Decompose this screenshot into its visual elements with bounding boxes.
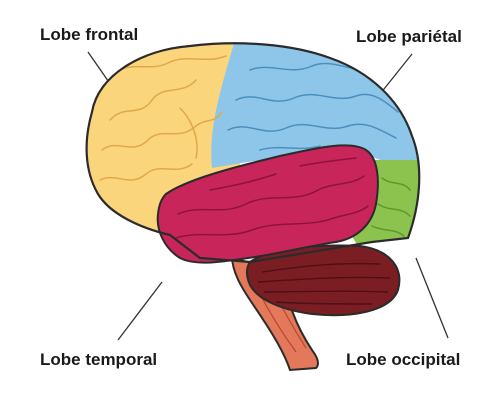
label-occipital-lobe: Lobe occipital [346, 350, 461, 369]
label-temporal-lobe: Lobe temporal [40, 350, 158, 369]
leader-line-parietal [379, 53, 413, 95]
label-parietal-lobe: Lobe pariétal [356, 27, 462, 46]
cerebellum-folds [257, 262, 391, 305]
temporal-lobe [156, 144, 379, 264]
leader-line-temporal [117, 281, 163, 341]
leader-line-occipital [415, 257, 449, 339]
gyri-texture [99, 55, 411, 237]
label-frontal-lobe: Lobe frontal [40, 25, 139, 44]
cerebrum-outline [85, 42, 421, 264]
temporal-texture [175, 157, 369, 239]
